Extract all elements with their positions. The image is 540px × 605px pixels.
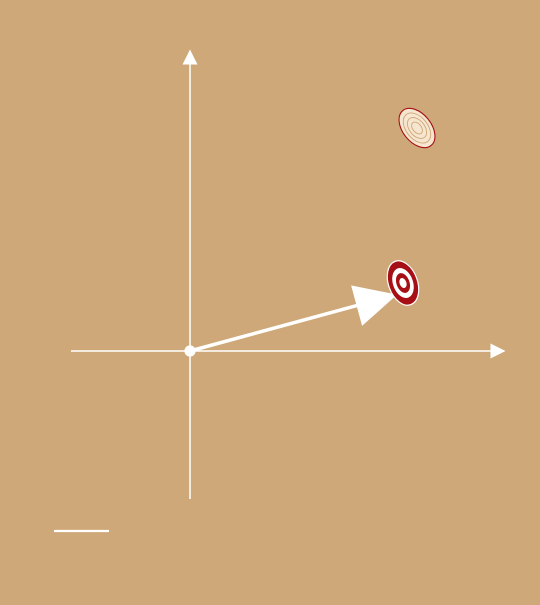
target-ring-center — [399, 277, 407, 289]
faint-target-ring-3 — [411, 121, 423, 135]
vector-arrow — [189, 285, 398, 353]
faint-target-ellipse — [398, 107, 436, 149]
target-ellipse — [386, 260, 420, 306]
faint-target-outer — [398, 107, 436, 149]
faint-target-ring-1 — [402, 112, 432, 144]
origin-dot — [184, 345, 196, 357]
